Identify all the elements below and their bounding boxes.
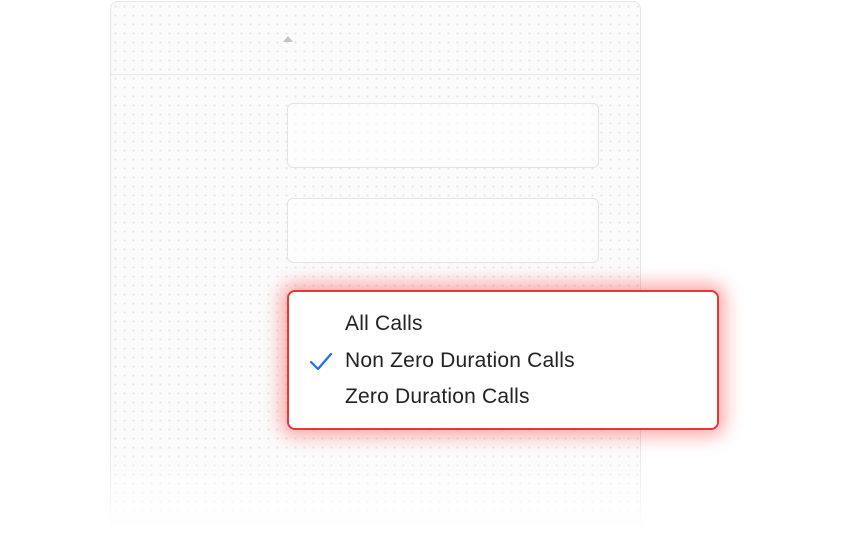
panel-header	[111, 2, 640, 75]
caret-up-icon[interactable]	[283, 36, 293, 42]
filter-panel	[110, 1, 641, 540]
menu-item-non-zero-duration-calls[interactable]: Non Zero Duration Calls	[289, 343, 717, 379]
menu-item-all-calls[interactable]: All Calls	[289, 306, 717, 342]
menu-item-label: Non Zero Duration Calls	[345, 349, 575, 372]
checkmark-icon	[309, 352, 333, 371]
filter-field-1[interactable]	[287, 103, 599, 168]
menu-item-label: Zero Duration Calls	[345, 385, 530, 408]
bottom-fade	[100, 440, 660, 540]
menu-item-label: All Calls	[345, 312, 423, 335]
call-filter-dropdown-menu: All Calls Non Zero Duration Calls Zero D…	[287, 290, 719, 430]
menu-item-zero-duration-calls[interactable]: Zero Duration Calls	[289, 379, 717, 415]
filter-field-2[interactable]	[287, 198, 599, 263]
